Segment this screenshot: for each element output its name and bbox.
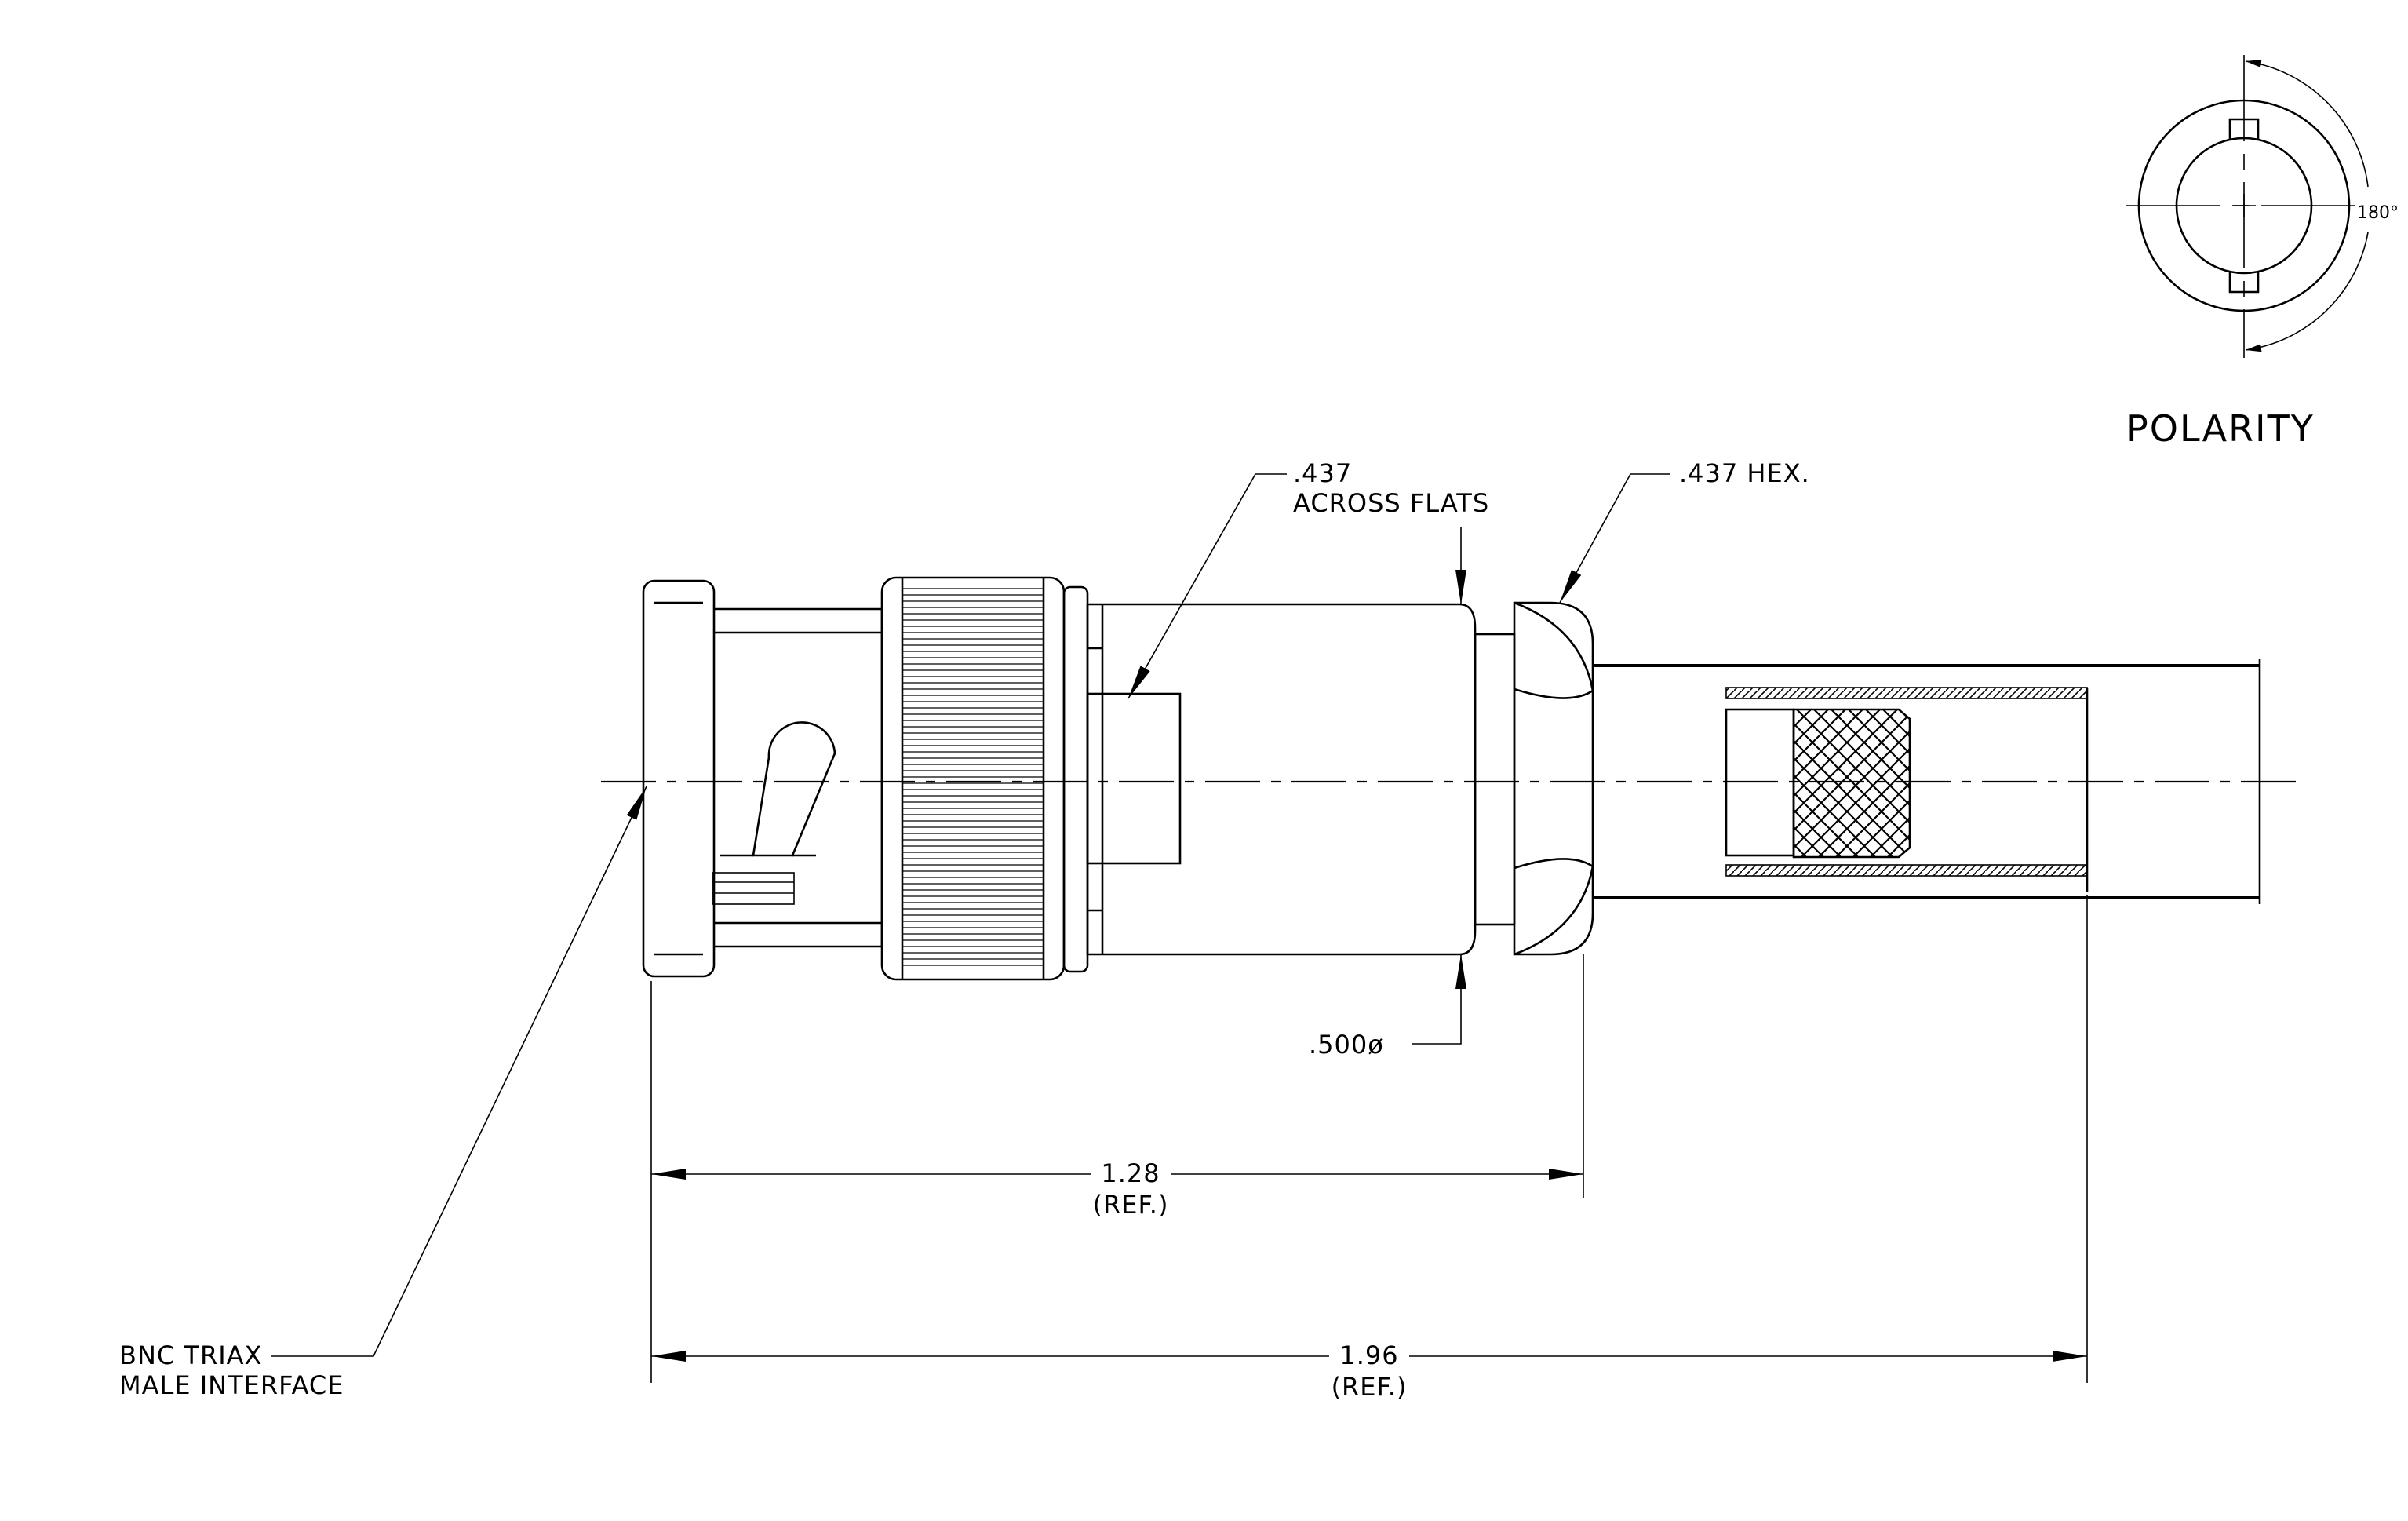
braid-bottom: [1725, 864, 2088, 877]
across-flats-label-1: .437: [1293, 458, 1352, 488]
diameter-leader: [1412, 954, 1466, 1045]
interface-label-1: BNC TRIAX: [119, 1340, 262, 1370]
main-body: [1086, 603, 1477, 956]
dimensions: 1.28 (REF.) 1.96 (REF.): [650, 895, 2088, 1402]
nut-rear-ring: [1062, 585, 1089, 973]
hex-nut: [1513, 601, 1594, 956]
dim-long-ref: (REF.): [1332, 1372, 1408, 1402]
front-flange: [642, 579, 716, 978]
hex-washer: [1474, 633, 1516, 926]
coupling-nut: [880, 576, 1066, 981]
across-flats-label-2: ACROSS FLATS: [1293, 488, 1489, 518]
callouts: .437 ACROSS FLATS .437 HEX. .500ø BNC TR…: [119, 458, 1810, 1400]
polarity-title: POLARITY: [2126, 407, 2315, 450]
hex-nut-curve-bottom: [1514, 866, 1594, 956]
hex-leader: [1559, 473, 1670, 604]
hex-nut-face-top: [1514, 688, 1594, 699]
coupling-nut-knurl: [902, 588, 1044, 966]
diameter-label: .500ø: [1309, 1030, 1384, 1060]
dim-long-value: 1.96: [1339, 1340, 1398, 1370]
dim-short-ref: (REF.): [1093, 1190, 1169, 1220]
bayonet-groove: [712, 872, 795, 905]
hex-nut-curve-top: [1514, 601, 1594, 691]
hex-nut-face-bottom: [1514, 858, 1594, 870]
contact-knurl: [1792, 708, 1911, 859]
bayonet-slot: [752, 721, 836, 857]
across-flats-leader: [1127, 473, 1287, 699]
bayonet-body: [714, 607, 883, 948]
interface-leader: [271, 786, 647, 1357]
polarity-angle-arc-bottom: [2245, 232, 2369, 352]
dim-short-value: 1.28: [1101, 1158, 1160, 1188]
braid-top: [1725, 687, 2088, 699]
polarity-view: 180° POLARITY: [2126, 55, 2399, 450]
interface-label-2: MALE INTERFACE: [119, 1370, 344, 1400]
polarity-angle-arc-top: [2245, 59, 2369, 188]
hex-label: .437 HEX.: [1679, 458, 1810, 488]
polarity-angle-label: 180°: [2357, 203, 2399, 223]
connector-side-view: [601, 576, 2307, 981]
